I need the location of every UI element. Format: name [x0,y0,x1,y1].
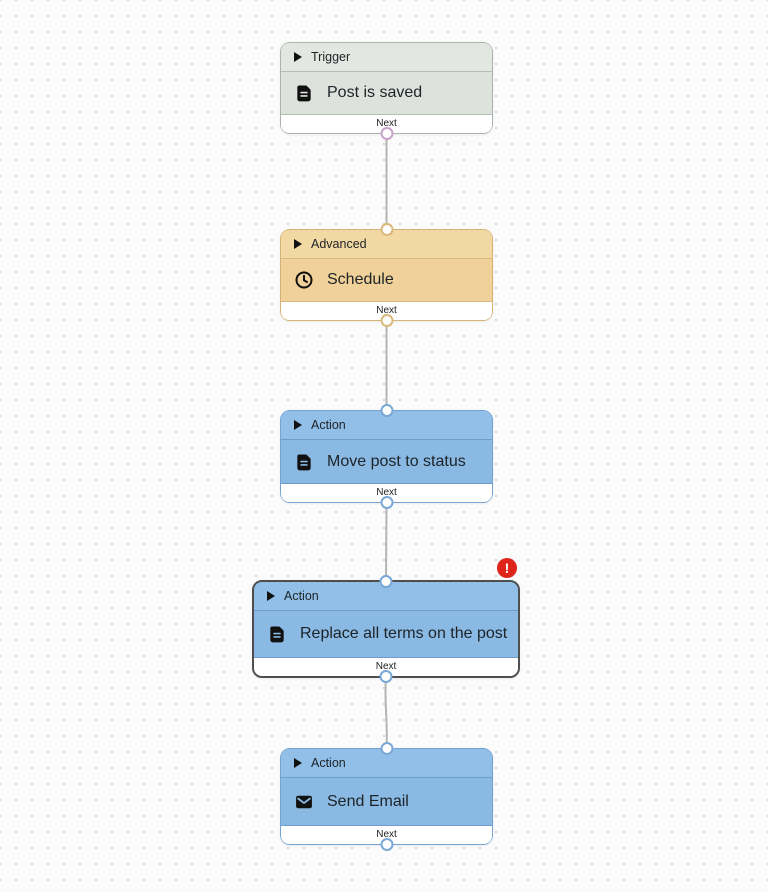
workflow-node-move-post[interactable]: Action Move post to status Next [280,404,493,509]
input-handle[interactable] [380,223,393,236]
node-footer-next: Next [281,114,492,133]
expand-caret-icon [267,591,275,601]
workflow-node-trigger[interactable]: Trigger Post is saved Next [280,42,493,140]
node-header[interactable]: Action [281,411,492,440]
node-body[interactable]: Post is saved [281,72,492,114]
mail-icon [296,795,312,808]
post-icon [297,454,311,470]
input-handle[interactable] [380,404,393,417]
workflow-node-schedule[interactable]: Advanced Schedule Next [280,223,493,327]
output-handle[interactable] [380,127,393,140]
workflow-node-send-email[interactable]: Action Send Email Next [280,742,493,851]
node-footer-next: Next [281,301,492,320]
node-body[interactable]: Send Email [281,778,492,825]
node-body[interactable]: Replace all terms on the post [254,611,518,657]
expand-caret-icon [294,52,302,62]
node-body[interactable]: Move post to status [281,440,492,483]
output-handle[interactable] [380,838,393,851]
node-category-label: Action [311,418,346,432]
node-footer-next: Next [254,657,518,676]
input-handle[interactable] [380,742,393,755]
edge-connector [385,502,388,581]
post-icon [297,85,311,102]
post-icon [270,626,284,643]
output-handle[interactable] [379,670,393,683]
node-footer-next: Next [281,483,492,502]
error-badge[interactable]: ! [497,558,517,578]
input-handle[interactable] [379,575,393,588]
node-category-label: Trigger [311,50,351,64]
edge-connector [384,677,388,749]
clock-icon [295,271,313,289]
node-category-label: Action [284,589,319,603]
expand-caret-icon [294,420,302,430]
workflow-node-replace-terms[interactable]: Action Replace all terms on the post Nex… [252,558,520,683]
expand-caret-icon [294,758,302,768]
node-category-label: Advanced [311,237,367,251]
output-handle[interactable] [380,314,393,327]
node-category-label: Action [311,756,346,770]
node-footer-next: Next [281,825,492,844]
node-title: Send Email [327,792,409,810]
node-title: Schedule [327,271,394,288]
node-header[interactable]: Trigger [281,43,492,72]
node-title: Post is saved [327,84,423,101]
node-header[interactable]: Action [254,582,518,611]
output-handle[interactable] [380,496,393,509]
node-title: Move post to status [327,452,466,470]
expand-caret-icon [294,239,302,249]
node-body[interactable]: Schedule [281,259,492,301]
node-header[interactable]: Advanced [281,230,492,259]
node-title: Replace all terms on the post [300,625,508,642]
